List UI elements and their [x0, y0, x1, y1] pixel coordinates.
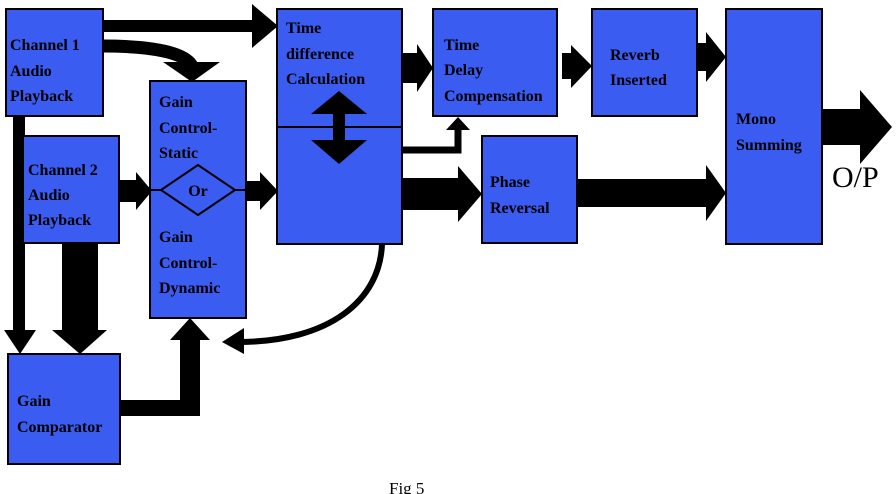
block-time-difference-line-3: Calculation: [286, 71, 365, 88]
arrow-delay-to-reverb: [562, 45, 592, 88]
arrow-ch2-to-comparator: [52, 243, 107, 354]
block-channel-1-line-3: Playback: [10, 88, 73, 105]
block-mono-line-2: Summing: [736, 137, 802, 154]
or-label: Or: [188, 183, 208, 200]
arrow-mono-to-output: [822, 90, 892, 164]
block-mono-line-1: Mono: [736, 111, 776, 128]
block-gain-static-line-1: Gain: [159, 94, 193, 111]
block-reverb-line-1: Reverb: [610, 47, 660, 64]
arrow-ch2-to-gain: [118, 172, 152, 210]
arrow-phase-to-mono: [577, 165, 726, 221]
block-reverb-line-2: Inserted: [610, 72, 667, 89]
block-gain-static-line-2: Control-: [159, 120, 217, 137]
or-decision-diamond: [159, 163, 237, 217]
block-channel-1-line-1: Channel 1: [10, 37, 80, 54]
arrow-reverb-to-mono: [697, 32, 726, 82]
arrow-gain-to-timediff: [245, 172, 278, 210]
block-gain-dynamic-line-3: Dynamic: [159, 280, 220, 297]
block-gain-static-line-3: Static: [159, 145, 198, 162]
block-phase-line-2: Reversal: [490, 200, 550, 217]
figure-caption: Fig 5: [389, 479, 424, 494]
block-time-delay-line-3: Compensation: [444, 88, 543, 105]
block-gain-comparator-line-2: Comparator: [17, 419, 102, 436]
arrow-timediff-to-delay-bent: [402, 117, 470, 154]
block-time-delay-line-2: Delay: [444, 62, 483, 79]
block-channel-2-line-1: Channel 2: [28, 162, 98, 179]
arrow-ch1-to-timediff: [103, 4, 278, 48]
block-channel-1-line-2: Audio: [10, 63, 52, 80]
bidirectional-arrow-icon: [311, 91, 367, 164]
arrow-timediff-to-delay: [402, 44, 433, 92]
arrow-ch1-to-gain: [102, 39, 220, 82]
block-time-difference-line-2: difference: [286, 46, 354, 63]
arrow-timediff-to-phase: [402, 166, 482, 222]
block-gain-dynamic-line-2: Control-: [159, 255, 217, 272]
block-time-difference-line-1: Time: [286, 20, 321, 37]
block-gain-dynamic-line-1: Gain: [159, 229, 193, 246]
block-phase-line-1: Phase: [490, 174, 530, 191]
block-gain-comparator-line-1: Gain: [17, 393, 51, 410]
arrow-timediff-feedback: [222, 243, 385, 354]
block-channel-2-line-2: Audio: [28, 187, 70, 204]
block-channel-2-line-3: Playback: [28, 212, 91, 229]
arrow-comparator-to-gain: [120, 318, 210, 416]
block-time-delay-line-1: Time: [444, 37, 479, 54]
output-label: O/P: [832, 161, 879, 194]
